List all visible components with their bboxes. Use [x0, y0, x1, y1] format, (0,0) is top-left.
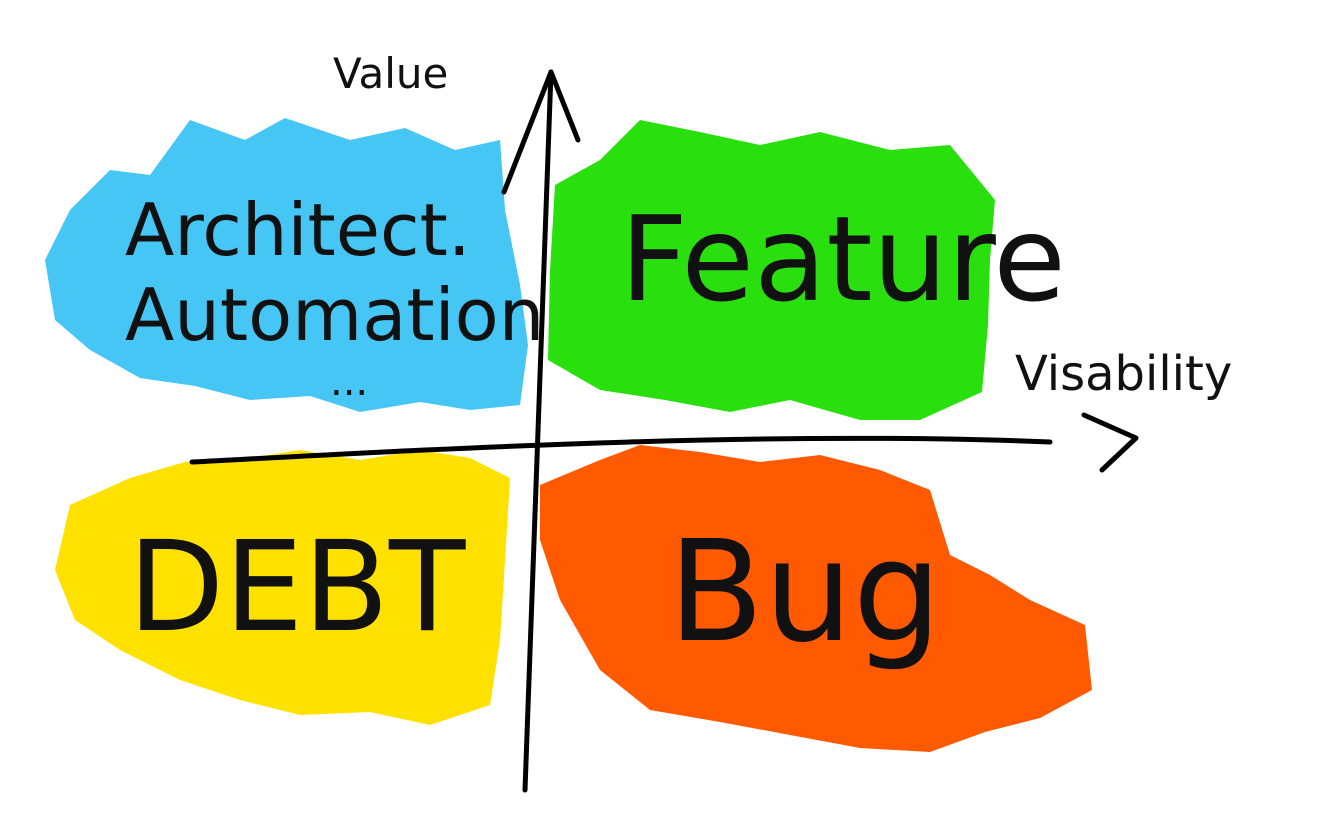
y-axis-label: Value	[333, 49, 448, 98]
quadrant-top-left-region	[45, 118, 528, 412]
horizontal-axis-line	[189, 435, 1053, 465]
top-left-line-1: Architect.	[125, 188, 471, 272]
x-axis-label: Visability	[1015, 346, 1232, 402]
quadrant-top-right-region	[548, 120, 995, 420]
quadrant-bottom-left-region	[55, 450, 510, 725]
vertical-axis-line	[522, 69, 554, 793]
quadrant-bottom-right-region	[540, 445, 1092, 752]
vertical-axis-arrowhead	[501, 69, 581, 195]
horizontal-axis-arrowhead	[1081, 412, 1139, 473]
bottom-right-label: Bug	[668, 511, 942, 674]
top-right-label: Feature	[620, 190, 1066, 328]
bottom-left-label: DEBT	[128, 515, 466, 660]
top-left-line-3: ...	[330, 359, 368, 405]
top-left-line-2: Automation	[125, 273, 544, 357]
